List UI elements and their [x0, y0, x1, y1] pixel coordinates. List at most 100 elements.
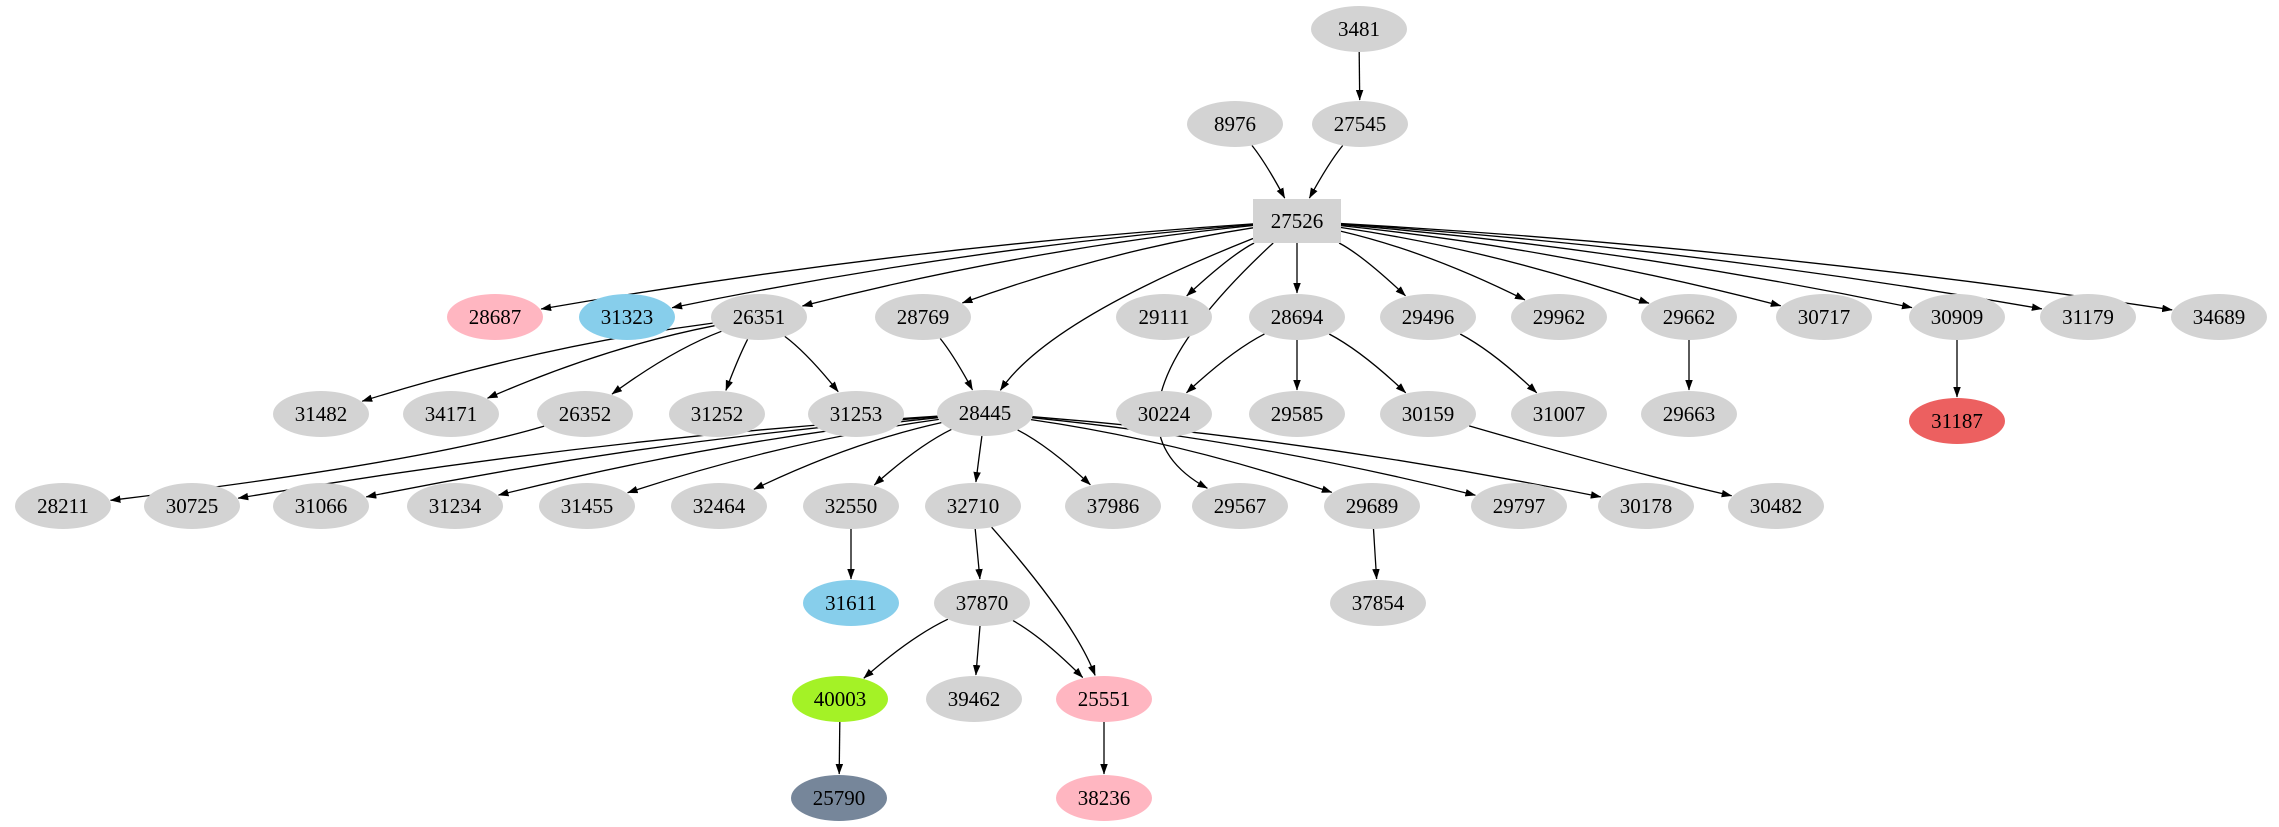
graph-node-31611: 31611	[803, 580, 899, 626]
graph-node-26351: 26351	[711, 294, 807, 340]
graph-node-label-26351: 26351	[733, 305, 786, 329]
node-ellipse-shape	[403, 391, 499, 437]
graph-node-3481: 3481	[1311, 6, 1407, 52]
node-ellipse-shape	[1511, 294, 1607, 340]
node-ellipse-shape	[537, 391, 633, 437]
node-ellipse-shape	[1311, 6, 1407, 52]
graph-node-label-29663: 29663	[1663, 402, 1716, 426]
graph-node-37870: 37870	[934, 580, 1030, 626]
graph-node-label-8976: 8976	[1214, 112, 1256, 136]
node-ellipse-shape	[808, 391, 904, 437]
edge-37870-39462	[972, 625, 981, 676]
node-ellipse-shape	[2040, 294, 2136, 340]
node-ellipse-shape	[1471, 483, 1567, 529]
node-box-shape	[1253, 199, 1341, 243]
node-ellipse-shape	[1324, 483, 1420, 529]
node-ellipse-shape	[1330, 580, 1426, 626]
graph-node-30159: 30159	[1380, 391, 1476, 437]
graph-node-label-25790: 25790	[813, 786, 866, 810]
edge-8976-27526	[1251, 145, 1286, 199]
graph-node-28694: 28694	[1249, 294, 1345, 340]
edge-27526-28445	[999, 237, 1254, 391]
node-ellipse-shape	[273, 391, 369, 437]
edge-28445-37986	[1017, 429, 1091, 486]
graph-node-label-28211: 28211	[37, 494, 89, 518]
edge-27526-31323	[671, 223, 1254, 310]
node-ellipse-shape	[1116, 391, 1212, 437]
graph-node-27526: 27526	[1253, 199, 1341, 243]
graph-node-label-32550: 32550	[825, 494, 878, 518]
graph-node-label-34689: 34689	[2193, 305, 2246, 329]
edge-28445-32710	[973, 435, 983, 483]
edge-26351-31252	[725, 339, 749, 391]
node-ellipse-shape	[1380, 294, 1476, 340]
graph-node-label-31482: 31482	[295, 402, 348, 426]
graph-node-28445: 28445	[937, 390, 1033, 436]
node-ellipse-shape	[791, 775, 887, 821]
graph-node-29111: 29111	[1116, 294, 1212, 340]
node-ellipse-shape	[803, 580, 899, 626]
graph-node-27545: 27545	[1312, 101, 1408, 147]
node-ellipse-shape	[1511, 391, 1607, 437]
node-ellipse-shape	[671, 483, 767, 529]
node-ellipse-shape	[144, 483, 240, 529]
edge-27526-26351	[801, 224, 1254, 308]
graph-node-29585: 29585	[1249, 391, 1345, 437]
graph-node-label-31066: 31066	[295, 494, 348, 518]
node-ellipse-shape	[1187, 101, 1283, 147]
edge-30159-30482	[1468, 425, 1733, 498]
graph-node-29689: 29689	[1324, 483, 1420, 529]
graph-node-label-31323: 31323	[601, 305, 654, 329]
node-ellipse-shape	[1728, 483, 1824, 529]
edge-28769-28445	[939, 338, 974, 391]
graph-node-label-31611: 31611	[825, 591, 877, 615]
graph-node-label-30159: 30159	[1402, 402, 1455, 426]
graph-node-28687: 28687	[447, 294, 543, 340]
node-ellipse-shape	[1909, 398, 2005, 444]
graph-node-label-28445: 28445	[959, 401, 1012, 425]
edge-26351-31482	[361, 322, 713, 402]
nodes-layer: 3481 8976 27545 27526 28687 31323 26351 28769 29…	[15, 6, 2267, 821]
graph-node-31252: 31252	[669, 391, 765, 437]
graph-node-label-29585: 29585	[1271, 402, 1324, 426]
graph-node-29962: 29962	[1511, 294, 1607, 340]
node-ellipse-shape	[1776, 294, 1872, 340]
node-ellipse-shape	[1380, 391, 1476, 437]
graph-node-label-37870: 37870	[956, 591, 1009, 615]
graph-node-31179: 31179	[2040, 294, 2136, 340]
graph-node-31187: 31187	[1909, 398, 2005, 444]
graph-node-label-29567: 29567	[1214, 494, 1267, 518]
graph-node-label-39462: 39462	[948, 687, 1001, 711]
edge-27526-29567	[1157, 242, 1274, 489]
graph-node-29797: 29797	[1471, 483, 1567, 529]
node-ellipse-shape	[792, 676, 888, 722]
edge-28445-30178	[1032, 416, 1602, 499]
edge-27526-31179	[1340, 223, 2043, 311]
node-ellipse-shape	[711, 294, 807, 340]
graph-node-30717: 30717	[1776, 294, 1872, 340]
graph-node-label-34171: 34171	[425, 402, 478, 426]
node-ellipse-shape	[579, 294, 675, 340]
graph-node-label-30224: 30224	[1138, 402, 1191, 426]
node-ellipse-shape	[1641, 294, 1737, 340]
graph-node-label-31234: 31234	[429, 494, 482, 518]
edge-26351-34171	[487, 325, 715, 399]
graph-node-34171: 34171	[403, 391, 499, 437]
graph-node-label-29496: 29496	[1402, 305, 1455, 329]
node-ellipse-shape	[669, 391, 765, 437]
graph-node-label-28687: 28687	[469, 305, 522, 329]
graph-node-label-31253: 31253	[830, 402, 883, 426]
graph-node-28769: 28769	[875, 294, 971, 340]
graph-node-31455: 31455	[539, 483, 635, 529]
graph-node-39462: 39462	[926, 676, 1022, 722]
node-ellipse-shape	[539, 483, 635, 529]
node-ellipse-shape	[803, 483, 899, 529]
graph-node-29662: 29662	[1641, 294, 1737, 340]
graph-node-label-32710: 32710	[947, 494, 1000, 518]
graph-node-label-28694: 28694	[1271, 305, 1324, 329]
graph-node-29496: 29496	[1380, 294, 1476, 340]
node-ellipse-shape	[875, 294, 971, 340]
graph-node-30224: 30224	[1116, 391, 1212, 437]
graph-node-label-30178: 30178	[1620, 494, 1673, 518]
